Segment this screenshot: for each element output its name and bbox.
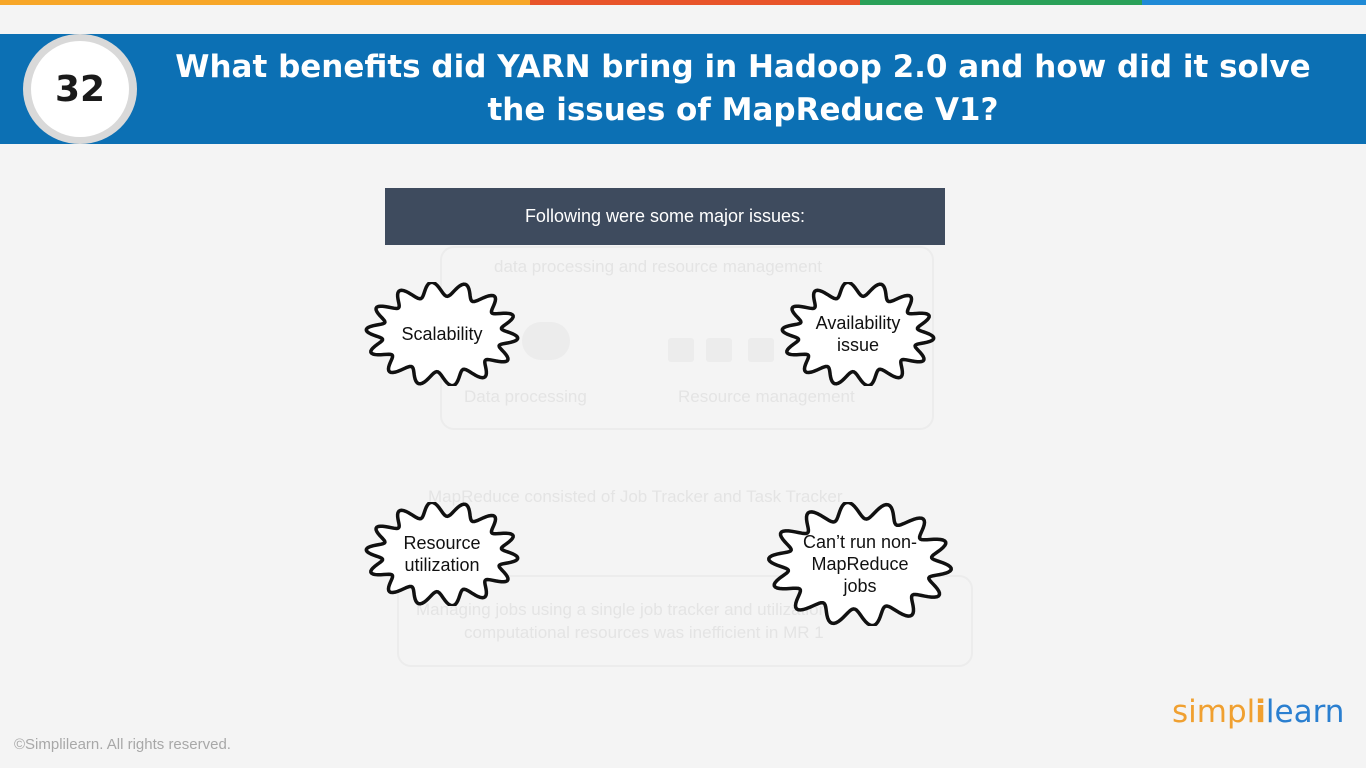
issue-label: Resource utilization xyxy=(364,502,520,606)
starburst-shape xyxy=(364,282,520,386)
faint-managing-box xyxy=(397,575,973,667)
question-number-badge: 32 xyxy=(23,34,137,144)
issue-resource-utilization: Resource utilization xyxy=(364,502,520,606)
logo-part1: simpl xyxy=(1172,694,1256,730)
faint-managing-line2: computational resources was inefficient … xyxy=(464,623,824,642)
starburst-shape xyxy=(766,502,954,626)
slide-title: What benefits did YARN bring in Hadoop 2… xyxy=(175,49,1311,128)
faint-resource-management: Resource management xyxy=(678,387,855,406)
server-icon xyxy=(668,338,694,362)
issue-non-mapreduce: Can’t run non- MapReduce jobs xyxy=(766,502,954,626)
issue-line: Resource xyxy=(403,533,481,553)
data-processing-icon xyxy=(522,322,570,360)
top-color-stripe xyxy=(0,0,1366,5)
starburst-outline xyxy=(769,502,951,625)
stripe-green xyxy=(860,0,1142,5)
header-banner xyxy=(0,34,1366,144)
stripe-blue xyxy=(1142,0,1366,5)
faint-text-line1: data processing and resource management xyxy=(494,257,822,276)
starburst-shape xyxy=(780,282,936,386)
faint-mapreduce-line: MapReduce consisted of Job Tracker and T… xyxy=(428,487,843,506)
starburst-shape xyxy=(364,502,520,606)
faint-managing-line1: Managing jobs using a single job tracker… xyxy=(416,600,847,619)
issues-heading-bar: Following were some major issues: xyxy=(385,188,945,245)
issue-label: Scalability xyxy=(364,282,520,386)
issue-scalability: Scalability xyxy=(364,282,520,386)
issue-availability: Availability issue xyxy=(780,282,936,386)
issue-line: jobs xyxy=(843,576,877,596)
issue-line: issue xyxy=(836,335,880,355)
simplilearn-logo: simplilearn xyxy=(1172,694,1344,730)
issue-line: Availability xyxy=(815,313,901,333)
logo-part2: learn xyxy=(1265,694,1345,730)
issue-label: Availability issue xyxy=(780,282,936,386)
starburst-outline xyxy=(366,282,517,385)
server-icon xyxy=(706,338,732,362)
copyright-notice: ©Simplilearn. All rights reserved. xyxy=(14,736,231,753)
issue-label: Can’t run non- MapReduce jobs xyxy=(766,502,954,626)
starburst-outline xyxy=(782,282,933,385)
stripe-orange xyxy=(0,0,530,5)
starburst-outline xyxy=(366,502,517,605)
logo-separator: i xyxy=(1255,694,1266,730)
issue-line: MapReduce xyxy=(811,554,909,574)
faint-data-processing: Data processing xyxy=(464,387,587,406)
issue-line: Can’t run non- xyxy=(802,532,918,552)
stripe-red xyxy=(530,0,860,5)
issue-line: utilization xyxy=(404,555,480,575)
server-icon xyxy=(748,338,774,362)
issues-heading-text: Following were some major issues: xyxy=(524,206,806,226)
issue-line: Scalability xyxy=(401,324,483,344)
question-number: 32 xyxy=(31,41,129,137)
